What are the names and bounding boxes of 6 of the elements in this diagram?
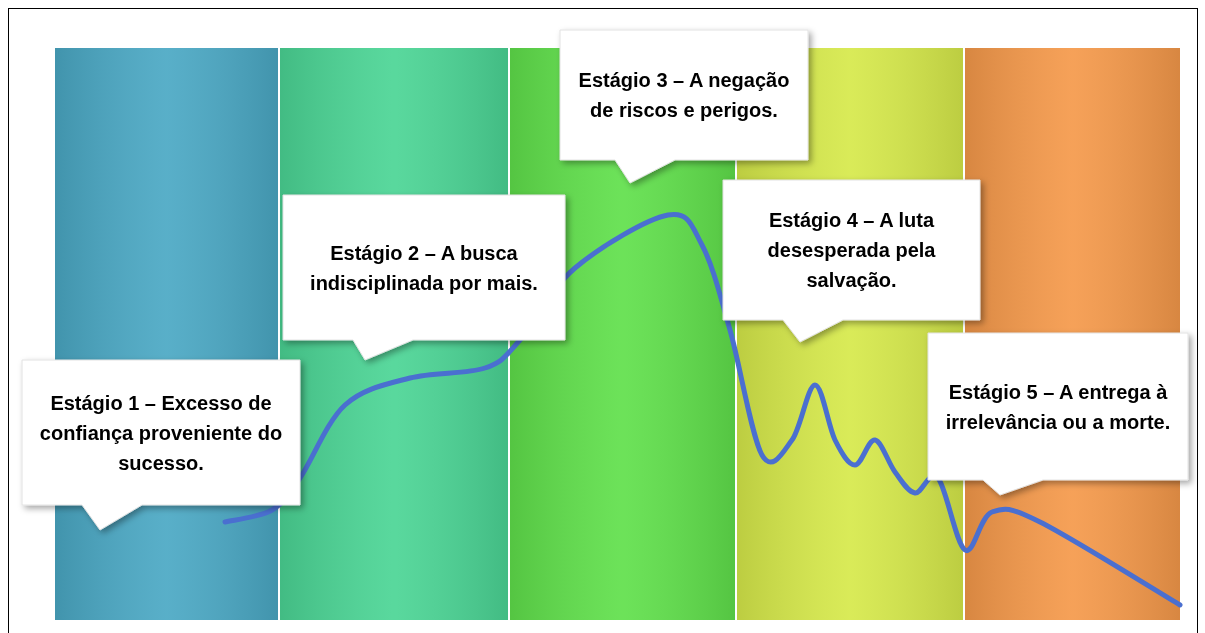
- stage-text: Estágio 4 – A luta desesperada pela salvação.: [766, 208, 937, 293]
- stage-text: Estágio 5 – A entrega à irrelevância ou a morte.: [944, 379, 1172, 435]
- stage-text: Estágio 3 – A negação de riscos e perigos.: [577, 68, 791, 123]
- stage-text: Estágio 1 – Excesso de confiança proveniente do sucesso.: [38, 390, 284, 476]
- callout-box: [928, 333, 1188, 499]
- stage-text: Estágio 2 – A busca indisciplinada por mais.: [309, 240, 539, 296]
